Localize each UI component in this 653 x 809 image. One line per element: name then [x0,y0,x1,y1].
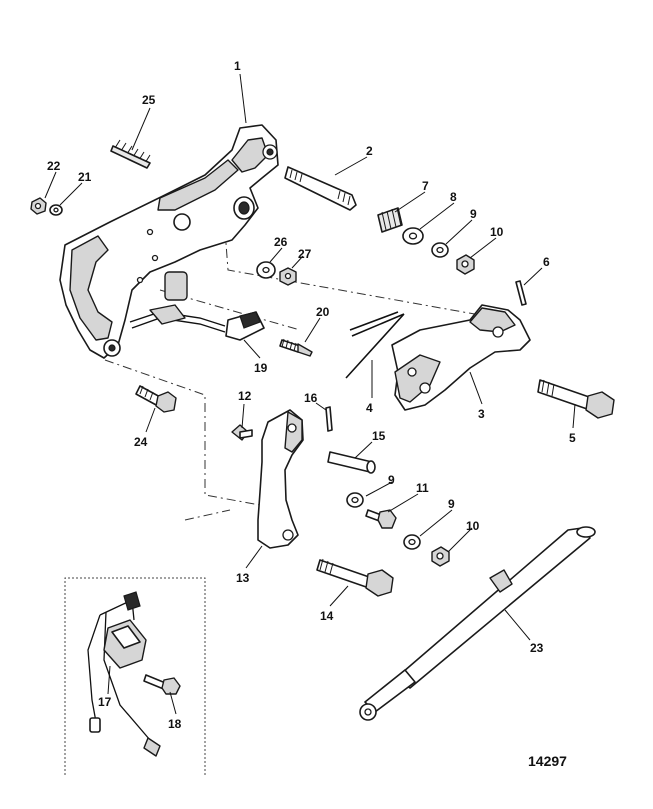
callout-16: 16 [304,391,318,405]
callout-24: 24 [134,435,148,449]
washer-part-9-top [431,242,449,258]
nut-part-22 [30,197,47,215]
callout-26: 26 [274,235,288,249]
bolt-part-24 [135,385,177,413]
washer-part-9-low [403,534,421,550]
spring-part-7 [377,207,403,233]
nut-part-10-low [431,546,450,567]
callout-9-low: 9 [448,497,455,511]
callout-leaders [44,73,576,715]
figure-number: 14297 [528,753,567,769]
rod-part-23 [359,526,596,721]
callout-23: 23 [530,641,544,655]
spring-part-25 [110,139,151,169]
callout-7: 7 [422,179,429,193]
bolt-part-14 [316,558,394,597]
pin-part-15 [327,451,376,474]
callout-5: 5 [569,431,576,445]
nut-part-10-top [456,254,475,275]
callout-15: 15 [372,429,386,443]
callout-9: 9 [470,207,477,221]
callout-18: 18 [168,717,182,731]
callout-13: 13 [236,571,250,585]
bolt-part-5 [537,379,615,419]
callout-1: 1 [234,59,241,73]
callout-22: 22 [47,159,61,173]
wire-link-part-4 [345,311,405,379]
washer-part-8 [402,227,424,245]
callout-10-mid: 10 [466,519,480,533]
callout-14: 14 [320,609,334,623]
callout-4: 4 [366,401,373,415]
callout-labels: 1 2 3 4 5 6 7 8 9 10 11 12 13 14 15 16 1… [47,59,576,731]
callout-25: 25 [142,93,156,107]
callout-9-mid: 9 [388,473,395,487]
inset-detail [64,577,206,775]
callout-21: 21 [78,170,92,184]
screw-part-20 [279,338,313,357]
callout-8: 8 [450,190,457,204]
cotter-pin-part-6 [515,280,527,306]
screw-part-11 [365,509,397,529]
callout-12: 12 [238,389,252,403]
washer-part-26 [256,261,276,279]
callout-10: 10 [490,225,504,239]
callout-11: 11 [416,481,429,495]
main-bracket-part-1 [59,124,279,359]
pin-part-2 [284,166,357,211]
washer-part-21 [49,204,63,216]
callout-6: 6 [543,255,550,269]
switch-part-19 [129,304,265,341]
washer-part-9-mid [346,492,364,508]
callout-2: 2 [366,144,373,158]
callout-19: 19 [254,361,268,375]
lever-part-13 [257,409,304,549]
callout-27: 27 [298,247,312,261]
callout-20: 20 [316,305,330,319]
callout-3: 3 [478,407,485,421]
callout-17: 17 [98,695,112,709]
bracket-part-3 [391,304,531,411]
pin-part-16 [325,406,333,432]
screw-part-12 [231,424,253,441]
nut-part-27 [279,267,297,286]
